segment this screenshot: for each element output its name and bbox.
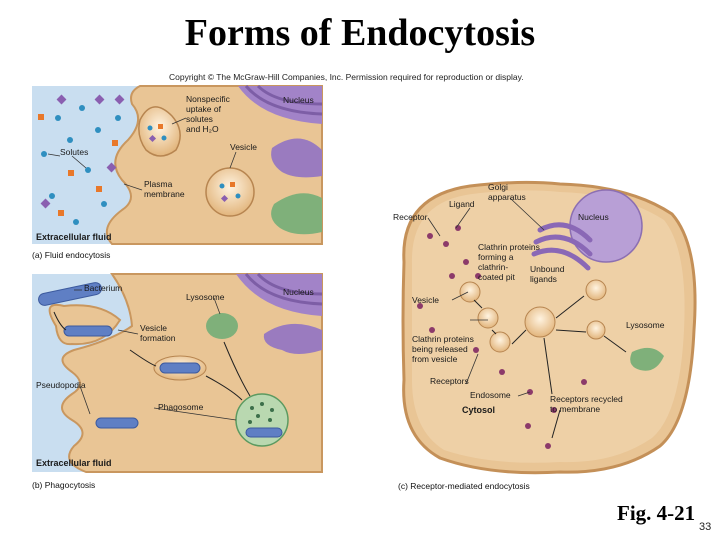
- label-solutes: Solutes: [60, 147, 88, 157]
- label-b-extracellular-fluid: Extracellular fluid: [36, 458, 112, 468]
- label-b-lysosome: Lysosome: [186, 292, 225, 302]
- bacterium-free: [38, 282, 102, 306]
- label-nonspecific-3: solutes: [186, 114, 213, 124]
- label-a-extracellular-fluid: Extracellular fluid: [36, 232, 112, 242]
- panel-b-phagocytosis: Bacterium Lysosome Nucleus Vesicle forma…: [32, 272, 323, 490]
- label-receptor: Receptor: [393, 212, 428, 222]
- slide-title: Forms of Endocytosis: [184, 12, 536, 54]
- panel-c-leader-lines: [427, 197, 545, 397]
- bacterium-in-vesicle: [159, 362, 201, 374]
- bacterium-engulfing: [63, 325, 113, 337]
- label-a-nucleus: Nucleus: [283, 95, 314, 105]
- label-cytosol: Cytosol: [462, 405, 495, 415]
- phagosome: [235, 393, 289, 447]
- panel-c-receptors: [417, 225, 587, 449]
- label-golgi-2: apparatus: [488, 192, 526, 202]
- panel-c-golgi: [531, 222, 593, 271]
- panel-a-solutes: [38, 94, 241, 225]
- label-unbound-2: ligands: [530, 274, 557, 284]
- slide-number: 33: [699, 521, 712, 533]
- phagosome-enzymes: [248, 402, 274, 424]
- panel-b-lysosome: [206, 313, 238, 339]
- label-golgi-1: Golgi: [488, 182, 508, 192]
- label-clathrin-pit-4: coated pit: [478, 272, 515, 282]
- label-endosome: Endosome: [470, 390, 511, 400]
- panel-c-arrows: [473, 295, 627, 439]
- copyright-notice: Copyright © The McGraw-Hill Companies, I…: [169, 72, 524, 82]
- label-c-lysosome: Lysosome: [626, 320, 665, 330]
- panel-a-golgi: [271, 138, 322, 178]
- label-receptors: Receptors: [430, 376, 469, 386]
- label-c-nucleus: Nucleus: [578, 212, 609, 222]
- bacterium-pseudopodia: [95, 417, 139, 429]
- label-clathrin-pit-2: forming a: [478, 252, 514, 262]
- panel-a-leader-lines: [47, 117, 237, 191]
- panel-a-uptake-pit: [138, 106, 181, 157]
- label-bacterium: Bacterium: [84, 283, 122, 293]
- label-ligand: Ligand: [449, 199, 475, 209]
- caption-panel-a: (a) Fluid endocytosis: [32, 250, 110, 260]
- caption-panel-b: (b) Phagocytosis: [32, 480, 95, 490]
- label-recycled-2: to membrane: [550, 404, 600, 414]
- panel-c-lysosome: [630, 347, 664, 371]
- label-clathrin-pit-3: clathrin-: [478, 262, 508, 272]
- caption-panel-c: (c) Receptor-mediated endocytosis: [398, 481, 530, 491]
- panel-c-receptor-mediated: Golgi apparatus Ligand Receptor Nucleus …: [393, 180, 697, 491]
- panel-b-golgi: [263, 323, 322, 354]
- label-clathrin-pit-1: Clathrin proteins: [478, 242, 540, 252]
- label-phagosome: Phagosome: [158, 402, 204, 412]
- label-recycled-1: Receptors recycled: [550, 394, 623, 404]
- label-vesicle-formation-2: formation: [140, 333, 176, 343]
- label-c-vesicle: Vesicle: [412, 295, 439, 305]
- panel-c-nucleus-shape: [569, 189, 643, 263]
- label-plasma-membrane-2: membrane: [144, 189, 185, 199]
- label-clathrin-released-2: being released: [412, 344, 468, 354]
- panel-a-organelle: [271, 193, 322, 235]
- label-b-nucleus: Nucleus: [283, 287, 314, 297]
- panel-c-vesicles: [459, 279, 607, 353]
- label-vesicle-formation-1: Vesicle: [140, 323, 167, 333]
- label-clathrin-released-3: from vesicle: [412, 354, 458, 364]
- panel-a-vesicle: [205, 167, 255, 217]
- label-a-vesicle: Vesicle: [230, 142, 257, 152]
- label-unbound-1: Unbound: [530, 264, 565, 274]
- label-clathrin-released-1: Clathrin proteins: [412, 334, 474, 344]
- panel-b-leader-lines: [74, 289, 237, 421]
- label-plasma-membrane-1: Plasma: [144, 179, 173, 189]
- label-nonspecific-4: and H₂O: [186, 124, 219, 134]
- label-nonspecific-2: uptake of: [186, 104, 222, 114]
- label-pseudopodia: Pseudopodia: [36, 380, 86, 390]
- label-nonspecific-1: Nonspecific: [186, 94, 231, 104]
- panel-b-arrows: [53, 311, 251, 401]
- figure-reference: Fig. 4-21: [617, 501, 696, 525]
- panel-a-fluid-endocytosis: Nonspecific uptake of solutes and H₂O Nu…: [32, 84, 323, 260]
- panel-a-nucleus-shape: [238, 86, 322, 124]
